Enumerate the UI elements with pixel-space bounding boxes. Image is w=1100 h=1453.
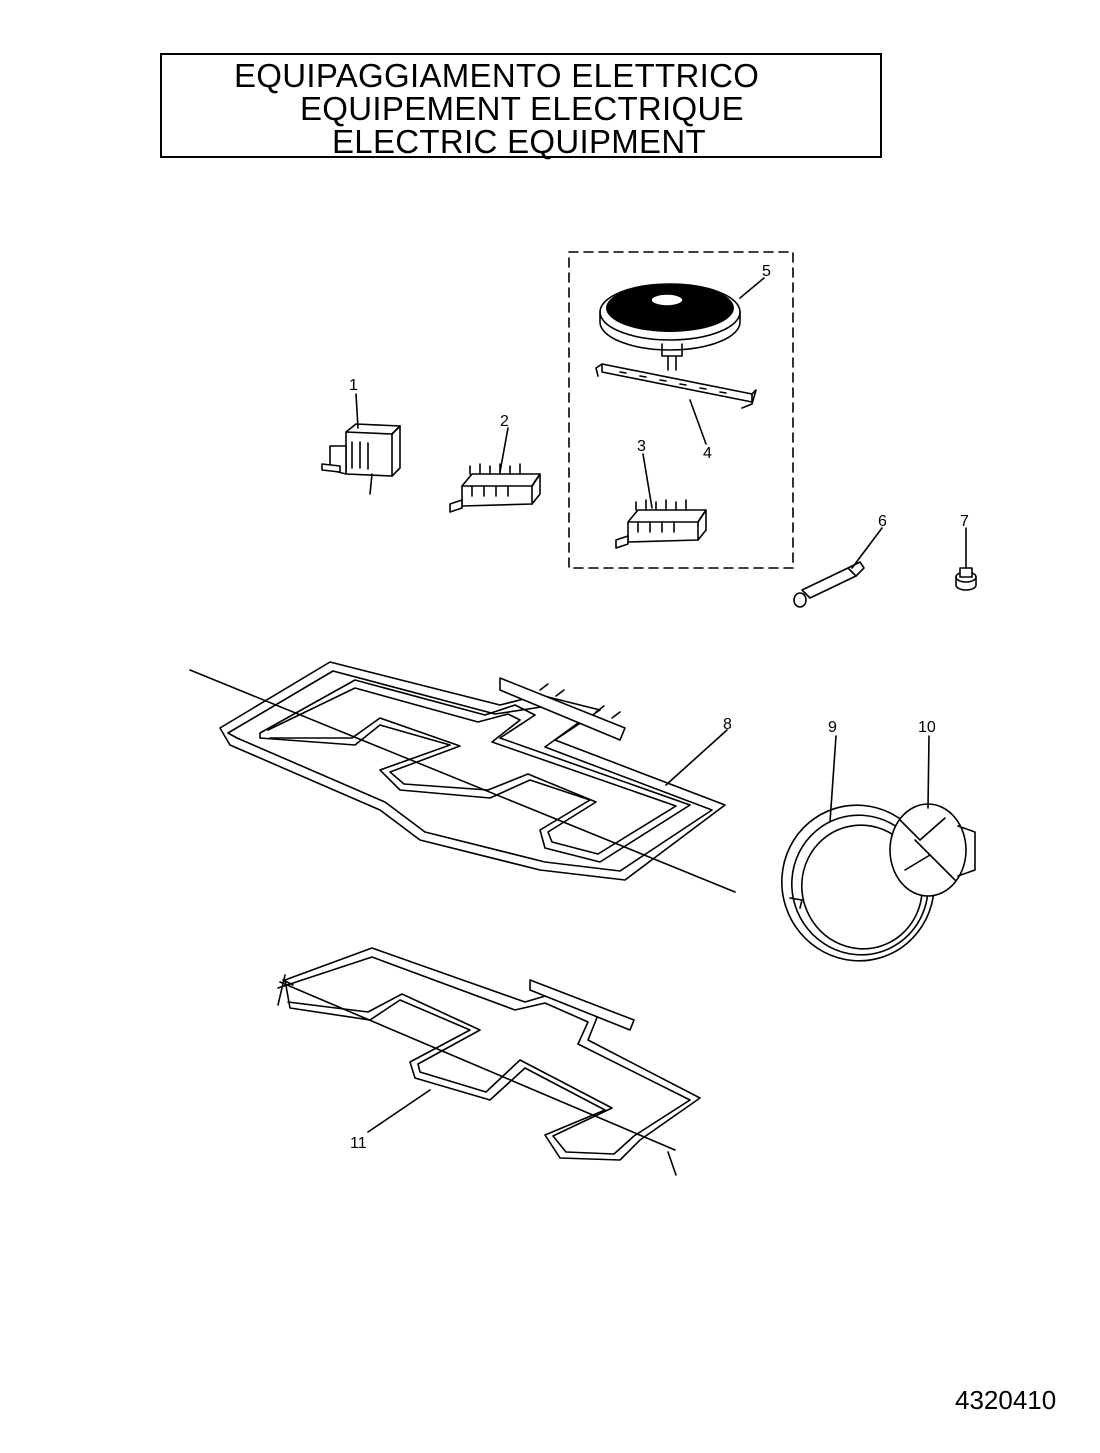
rotary-switch-2-icon [449,463,541,513]
rotary-switch-3-icon [615,499,707,549]
indicator-lamp-icon [793,561,865,608]
thermostat-icon [321,423,401,495]
title-italian: EQUIPAGGIAMENTO ELETTRICO [234,57,760,94]
callout-1: 1 [349,377,358,394]
callout-9: 9 [828,719,837,736]
document-code: 4320410 [955,1385,1057,1415]
hotplate-icon [599,283,741,371]
callout-7: 7 [960,513,969,530]
callout-2: 2 [500,413,509,430]
fan-motor-icon [889,803,976,897]
callout-5: 5 [762,263,771,280]
callout-4: 4 [703,445,712,462]
callout-11: 11 [350,1135,367,1152]
title-box: EQUIPAGGIAMENTO ELETTRICO EQUIPEMENT ELE… [160,53,882,158]
mounting-bracket-icon [595,363,757,409]
bottom-heating-element-icon [277,947,701,1176]
callout-10: 10 [918,719,936,736]
hotplate-group-box [568,251,794,569]
title-english: ELECTRIC EQUIPMENT [332,123,706,160]
callout-6: 6 [878,513,887,530]
callout-3: 3 [637,438,646,455]
top-heating-element-icon [189,661,736,893]
callout-8: 8 [723,716,732,733]
title-french: EQUIPEMENT ELECTRIQUE [300,90,744,127]
knob-insert-icon [955,567,977,591]
